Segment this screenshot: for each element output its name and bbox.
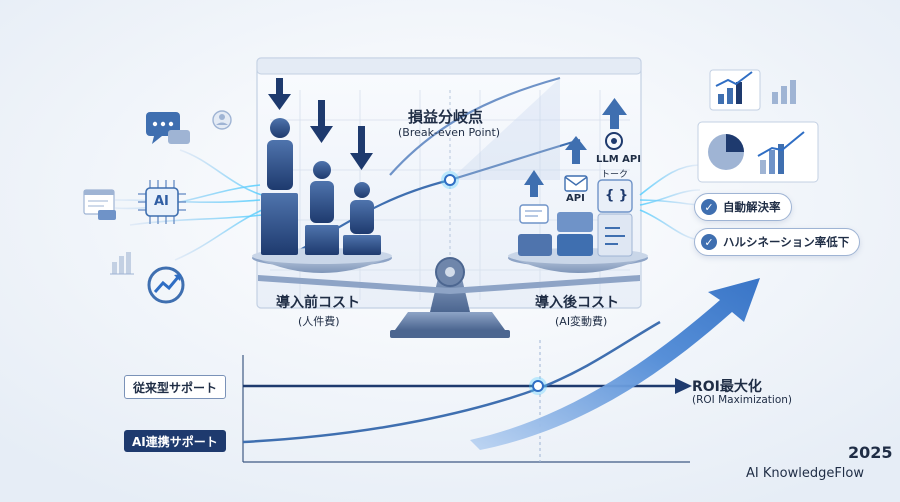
check-icon: ✓ xyxy=(701,234,717,250)
pie-chart-icon xyxy=(697,121,819,183)
chat-bubble-icon xyxy=(146,112,190,144)
growth-cycle-icon xyxy=(147,266,185,304)
year-label: 2025 xyxy=(848,443,893,462)
break-even-title: 損益分岐点 xyxy=(408,108,484,126)
server-block-icon xyxy=(518,179,633,257)
metric-label: ハルシネーション率低下 xyxy=(723,235,850,249)
trend-chart-icon xyxy=(772,80,796,104)
break-even-point xyxy=(441,171,459,189)
bar-chart-icon xyxy=(110,252,134,275)
break-even-subtitle: (Break-even Point) xyxy=(398,126,501,139)
brand-label: AI KnowledgeFlow xyxy=(746,466,864,481)
before-cost-label: 導入前コスト xyxy=(276,295,360,311)
document-icon xyxy=(83,189,116,220)
check-icon: ✓ xyxy=(701,199,717,215)
api-label: API xyxy=(566,193,585,204)
legacy-support-tag: 従来型サポート xyxy=(124,375,227,399)
left-pan xyxy=(252,193,392,273)
openai-logo-icon xyxy=(605,132,623,150)
chat-bubble-icon xyxy=(519,204,549,224)
balance-scale xyxy=(258,257,640,338)
llm-api-label: LLM API xyxy=(596,154,641,165)
down-arrow-icon xyxy=(268,78,373,170)
ai-chip-icon xyxy=(138,180,186,224)
roi-growth-arrow xyxy=(470,278,760,450)
after-cost-sub: (AI変動費) xyxy=(555,315,608,328)
ai-support-curve xyxy=(242,320,661,444)
up-arrow-icon xyxy=(524,98,627,197)
user-icon xyxy=(212,110,232,130)
ai-support-tag: AI連携サポート xyxy=(124,430,226,452)
ai-chip-label: AI xyxy=(154,194,169,209)
timeline-axes xyxy=(242,340,690,463)
intersection-point xyxy=(529,377,547,395)
cost-line-after xyxy=(389,76,561,176)
after-cost-label: 導入後コスト xyxy=(535,295,619,311)
metric-auto-resolution: ✓ 自動解決率 xyxy=(694,193,792,221)
code-glyph: { } xyxy=(605,188,629,203)
roi-label: ROI最大化 xyxy=(692,379,762,395)
bar-chart-icon xyxy=(709,69,761,111)
roi-sub: (ROI Maximization) xyxy=(692,394,793,406)
before-cost-sub: (人件費) xyxy=(298,315,340,328)
person-icon xyxy=(267,118,374,234)
metric-hallucination-reduction: ✓ ハルシネーション率低下 xyxy=(694,228,861,256)
metric-label: 自動解決率 xyxy=(723,200,781,214)
mail-icon xyxy=(564,175,588,192)
token-label: トーク xyxy=(601,170,629,180)
